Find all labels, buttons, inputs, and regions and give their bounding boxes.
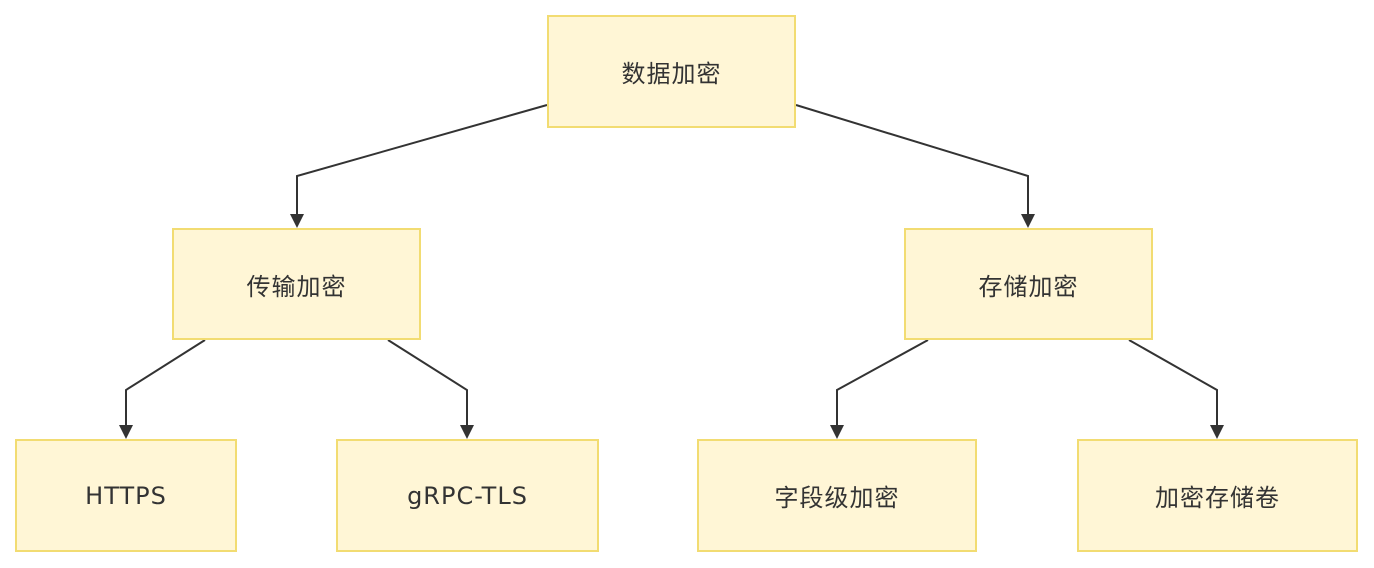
node-label: 传输加密 [246,272,347,301]
node-grpc-tls[interactable]: gRPC-TLS [336,439,599,552]
edge-storage-field [836,339,929,427]
edge-transport-https [125,339,206,427]
edge-storage-volume [1128,339,1218,427]
node-label: 加密存储卷 [1155,484,1280,512]
node-label: 数据加密 [621,60,722,88]
arrowhead-storage [1021,214,1035,228]
node-https[interactable]: HTTPS [15,439,237,552]
edge-transport-grpc [387,339,468,427]
arrowhead-transport [290,214,304,228]
arrowhead-grpc [460,425,474,439]
node-label: 字段级加密 [774,484,900,512]
node-label: HTTPS [85,481,167,510]
arrowhead-volume [1210,425,1224,439]
node-field-level-encryption[interactable]: 字段级加密 [697,439,977,552]
node-label: gRPC-TLS [407,481,528,510]
edge-root-transport [296,104,548,216]
node-data-encryption[interactable]: 数据加密 [547,15,796,128]
arrowhead-https [119,425,133,439]
node-label: 存储加密 [978,272,1079,301]
arrowhead-field [830,425,844,439]
edge-root-storage [795,104,1029,216]
node-storage-encryption[interactable]: 存储加密 [904,228,1153,340]
node-encrypted-storage-volume[interactable]: 加密存储卷 [1077,439,1358,552]
node-transport-encryption[interactable]: 传输加密 [172,228,421,340]
